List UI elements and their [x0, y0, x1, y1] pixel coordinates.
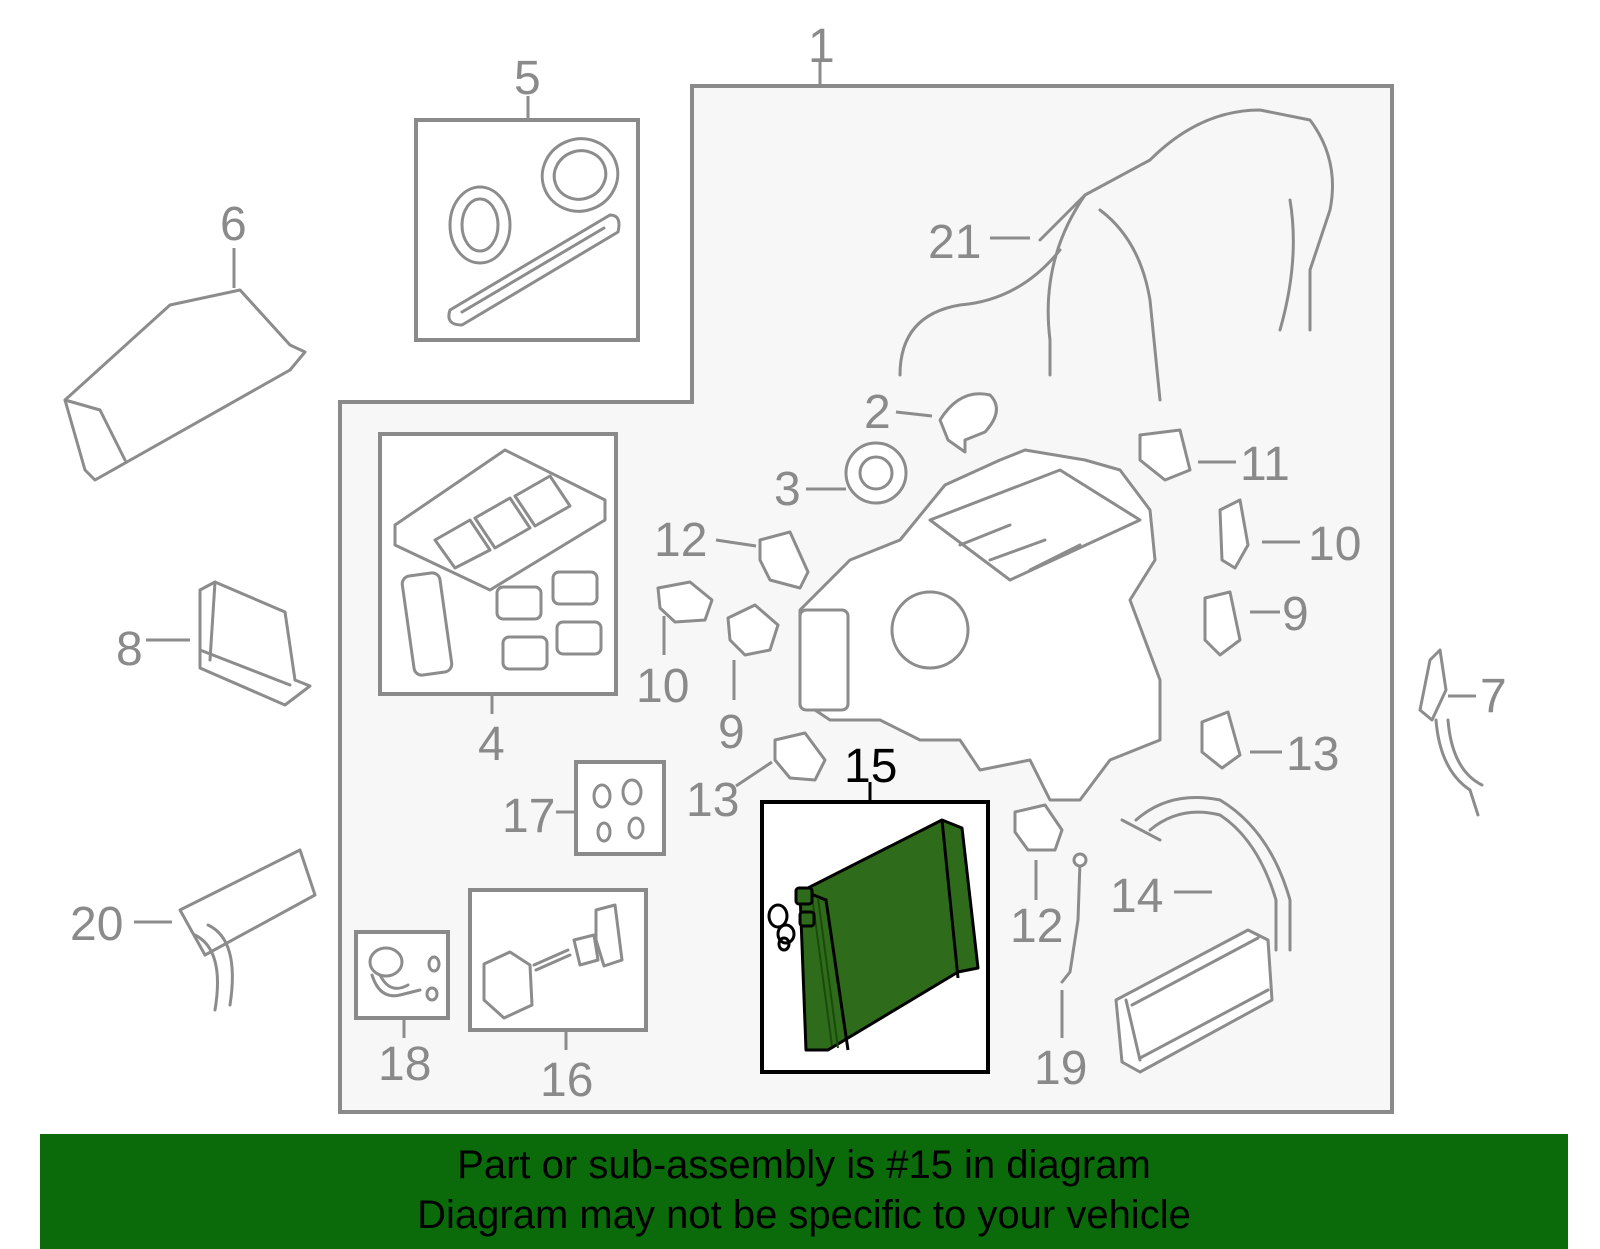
callout-1[interactable]: 1 — [808, 20, 835, 73]
callout-20[interactable]: 20 — [70, 898, 123, 951]
leader-2 — [895, 410, 933, 418]
callout-21[interactable]: 21 — [928, 216, 981, 269]
callout-17[interactable]: 17 — [502, 790, 555, 843]
callout-9b[interactable]: 9 — [1282, 588, 1309, 641]
banner-line-1: Part or sub-assembly is #15 in diagram — [457, 1143, 1151, 1187]
callout-19[interactable]: 19 — [1034, 1042, 1087, 1095]
part-4-gaskets — [393, 448, 607, 677]
box-17 — [574, 760, 666, 856]
part-10-actuator-right — [1218, 498, 1250, 570]
box-18 — [354, 930, 450, 1020]
callout-13a[interactable]: 13 — [686, 774, 739, 827]
part-6-duct — [63, 288, 307, 482]
leader-12a — [715, 538, 757, 548]
part-5-seals — [447, 137, 621, 327]
callout-7[interactable]: 7 — [1480, 670, 1507, 723]
part-8-module — [198, 580, 312, 707]
part-10-actuator-left — [656, 580, 714, 624]
callout-6[interactable]: 6 — [220, 198, 247, 251]
part-12-actuator-upper — [758, 530, 810, 590]
callout-14[interactable]: 14 — [1110, 870, 1163, 923]
callout-12a[interactable]: 12 — [654, 514, 707, 567]
part-7-sensor — [1418, 648, 1448, 722]
callout-9a[interactable]: 9 — [718, 706, 745, 759]
part-13-actuator-left — [773, 731, 827, 782]
callout-3[interactable]: 3 — [774, 463, 801, 516]
part-18-fitting — [368, 946, 441, 1002]
part-11-actuator — [1138, 428, 1192, 482]
callout-16[interactable]: 16 — [540, 1054, 593, 1107]
callout-13b[interactable]: 13 — [1286, 728, 1339, 781]
callout-8[interactable]: 8 — [116, 623, 143, 676]
callout-15[interactable]: 15 — [844, 740, 897, 793]
callout-11[interactable]: 11 — [1240, 438, 1290, 491]
part-14-heater-core — [1114, 796, 1292, 1074]
disclaimer-banner: Part or sub-assembly is #15 in diagram D… — [40, 1134, 1568, 1249]
part-9-actuator-right — [1203, 590, 1242, 657]
part-21-harness — [898, 108, 1334, 402]
part-13-actuator-right — [1200, 710, 1242, 770]
part-17-orings — [592, 778, 645, 843]
hvac-housing — [798, 448, 1162, 802]
callout-2[interactable]: 2 — [864, 386, 891, 439]
callout-4[interactable]: 4 — [478, 718, 505, 771]
callout-12b[interactable]: 12 — [1010, 900, 1063, 953]
leader-13a — [735, 760, 773, 788]
part-15-evaporator[interactable] — [767, 818, 980, 1052]
callout-10b[interactable]: 10 — [1308, 518, 1361, 571]
part-9-actuator-left — [726, 603, 780, 657]
part-2-seal — [938, 392, 998, 454]
banner-line-2: Diagram may not be specific to your vehi… — [417, 1193, 1191, 1237]
part-16-expansion-valve — [482, 903, 624, 1020]
callout-10a[interactable]: 10 — [636, 660, 689, 713]
part-12-actuator-lower — [1013, 803, 1064, 852]
callout-18[interactable]: 18 — [378, 1038, 431, 1091]
parts-diagram: 1 5 6 8 4 20 7 21 2 — [63, 20, 1507, 1114]
callout-5[interactable]: 5 — [514, 52, 541, 105]
